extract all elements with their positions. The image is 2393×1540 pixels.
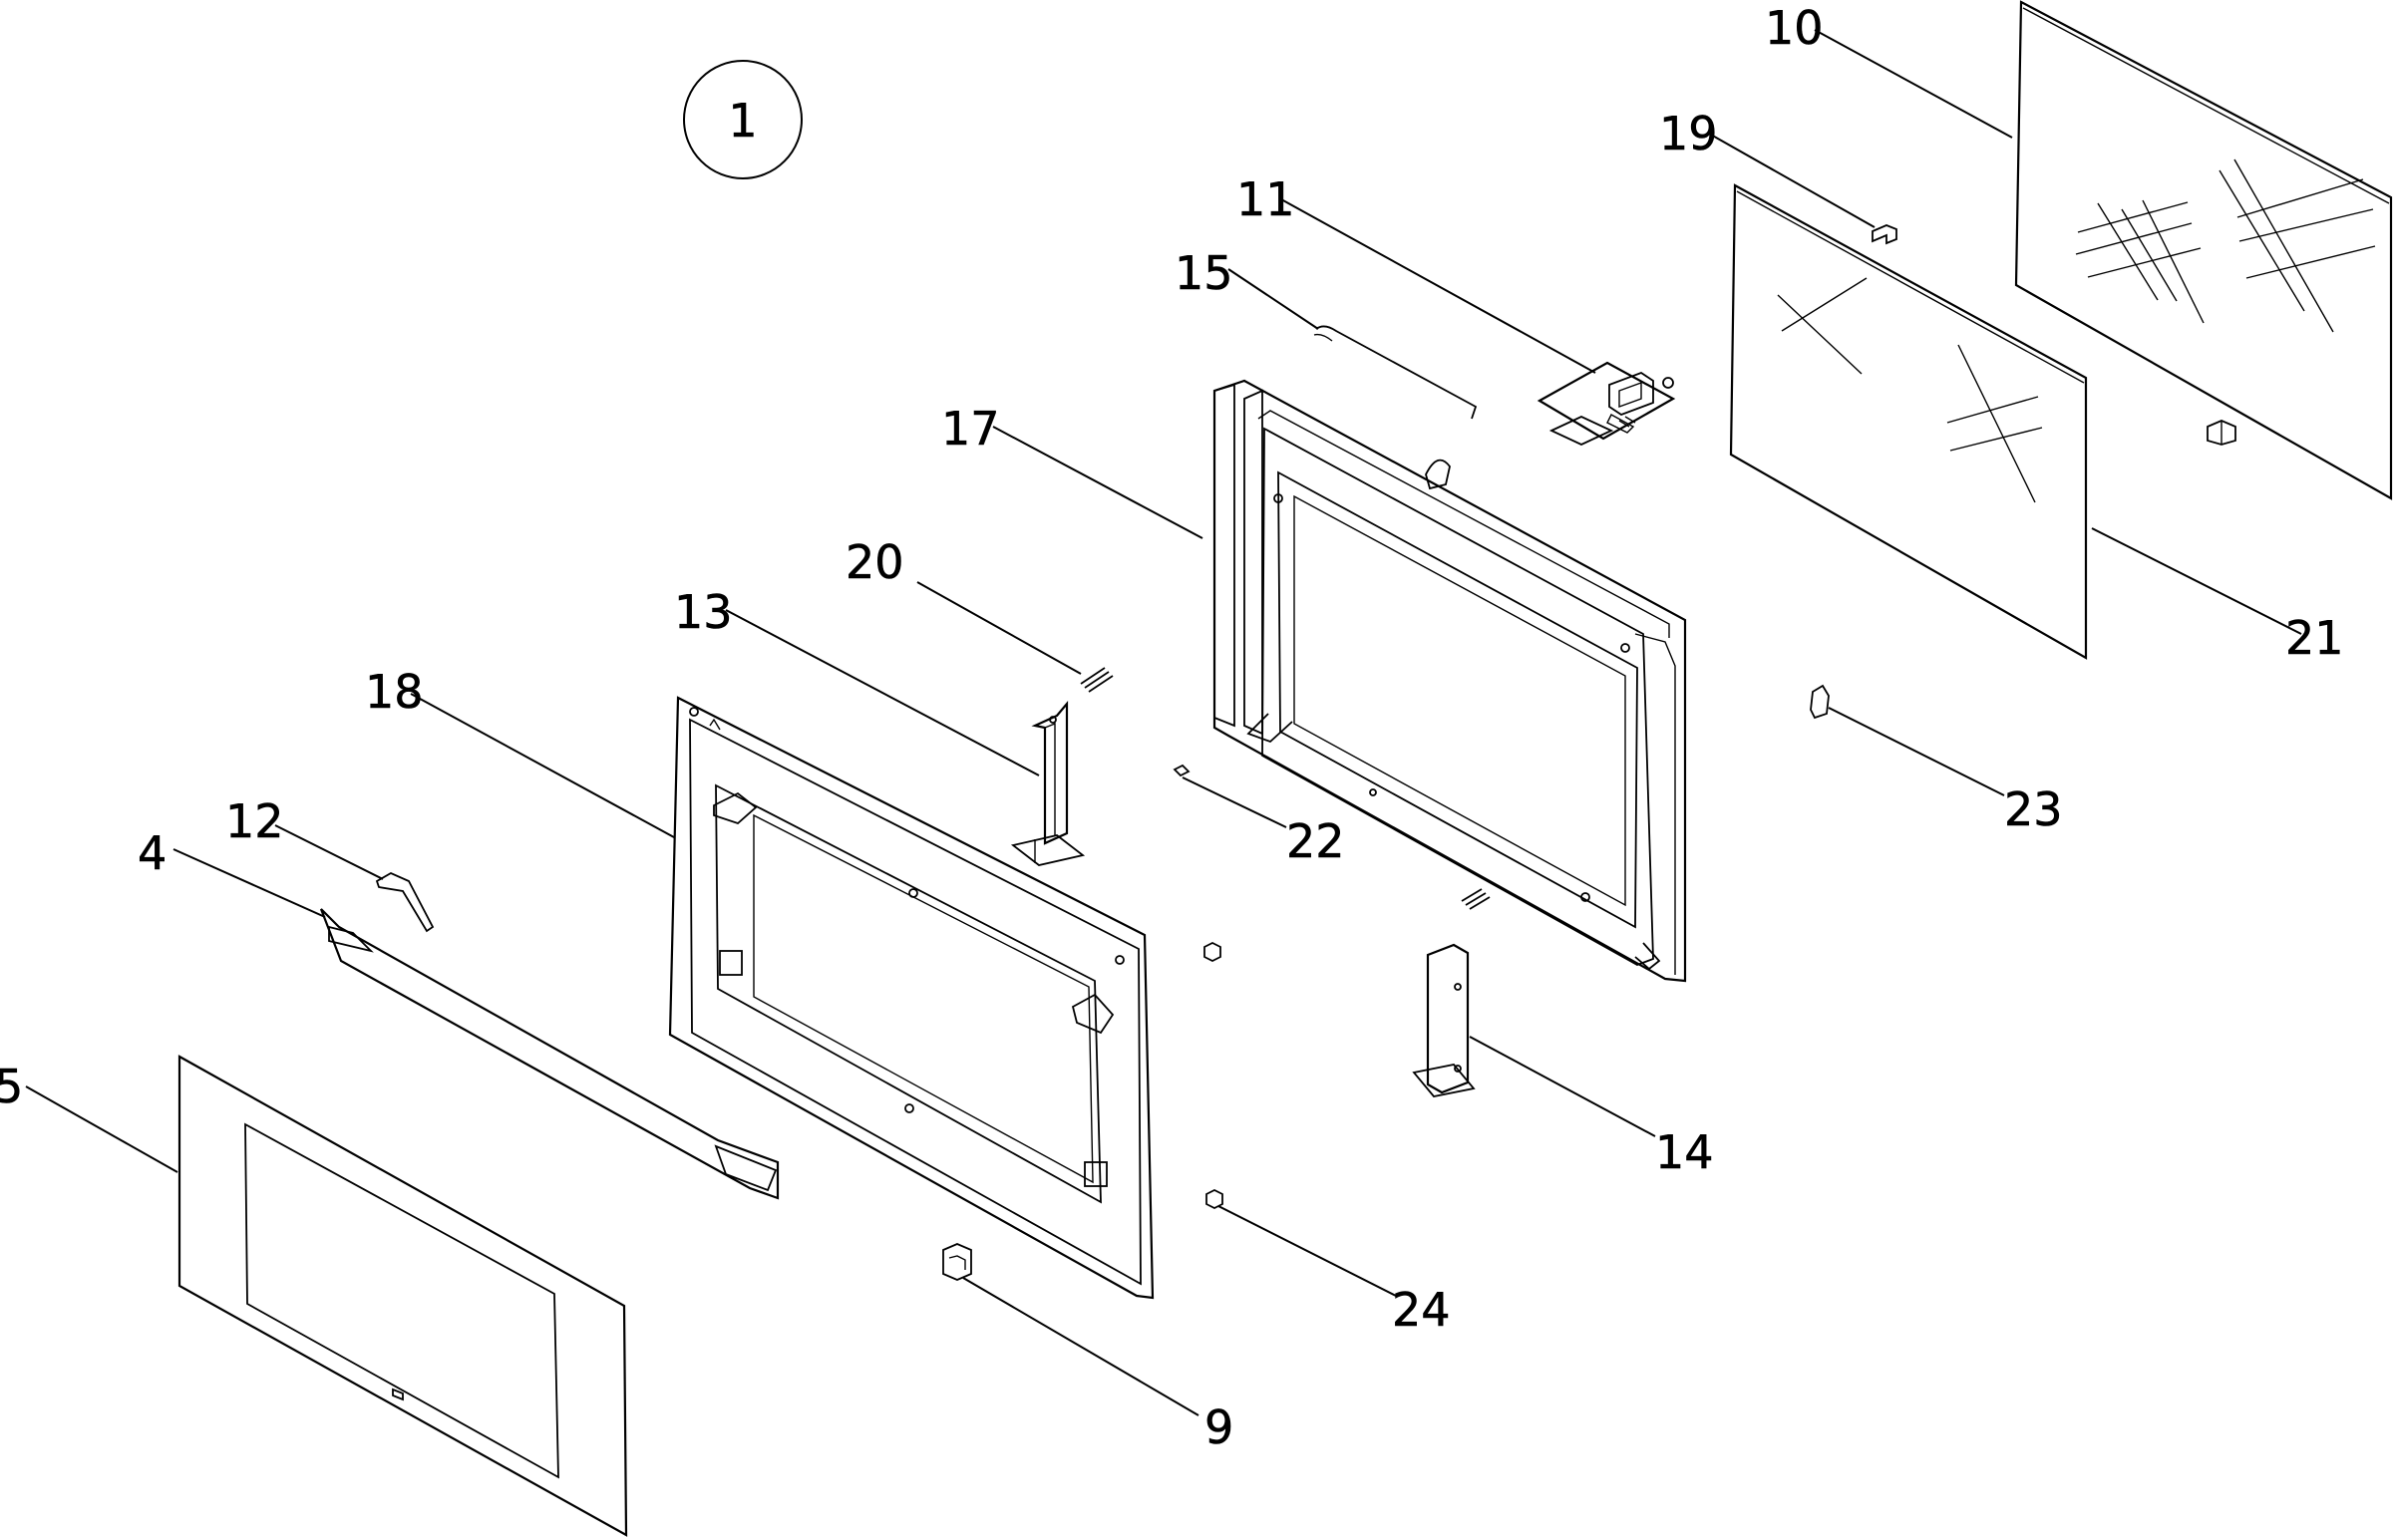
group-badge-label: 1 [728, 94, 757, 148]
callout-labels: 10 19 11 15 17 20 13 18 12 4 5 21 23 22 … [0, 1, 2344, 1455]
callout-19: 19 [1659, 107, 1718, 160]
part-10-rear-glass [2014, 0, 2393, 500]
part-14-spring [1461, 888, 1491, 910]
part-13-bracket [1010, 700, 1086, 866]
callout-5: 5 [0, 1060, 23, 1113]
part-12-clip [375, 871, 435, 933]
part-23-clip [1810, 684, 1830, 720]
callout-18: 18 [365, 665, 424, 719]
callout-9: 9 [1204, 1400, 1233, 1454]
callout-22: 22 [1286, 814, 1345, 868]
callout-4: 4 [138, 826, 167, 880]
callout-20: 20 [846, 535, 904, 589]
part-14-bracket [1412, 943, 1476, 1097]
part-21-middle-glass [1729, 183, 2088, 660]
callout-17: 17 [941, 402, 1000, 456]
callout-24: 24 [1392, 1283, 1451, 1337]
part-4-trim [319, 908, 780, 1200]
callout-12: 12 [225, 794, 284, 848]
part-9-clip [942, 1243, 972, 1281]
group-badge: 1 [683, 60, 803, 179]
part-18-panel [668, 696, 1155, 1300]
leader-lines [25, 29, 2302, 1416]
part-19-clip [1872, 224, 1897, 245]
part-11-hinge [1537, 361, 1676, 446]
callout-11: 11 [1236, 172, 1295, 226]
callout-10: 10 [1765, 1, 1824, 55]
part-5-outer-glass [177, 1055, 628, 1537]
callout-13: 13 [674, 585, 733, 639]
part-17-inner-frame [1212, 379, 1687, 983]
callout-21: 21 [2285, 611, 2344, 665]
part-22-clip [1173, 764, 1191, 777]
callout-14: 14 [1655, 1125, 1714, 1179]
callout-23: 23 [2004, 782, 2063, 836]
part-15-rod [1313, 325, 1478, 420]
part-20-spring [1080, 667, 1114, 693]
callout-15: 15 [1175, 246, 1233, 300]
part-24-bushings [1203, 941, 1223, 1210]
